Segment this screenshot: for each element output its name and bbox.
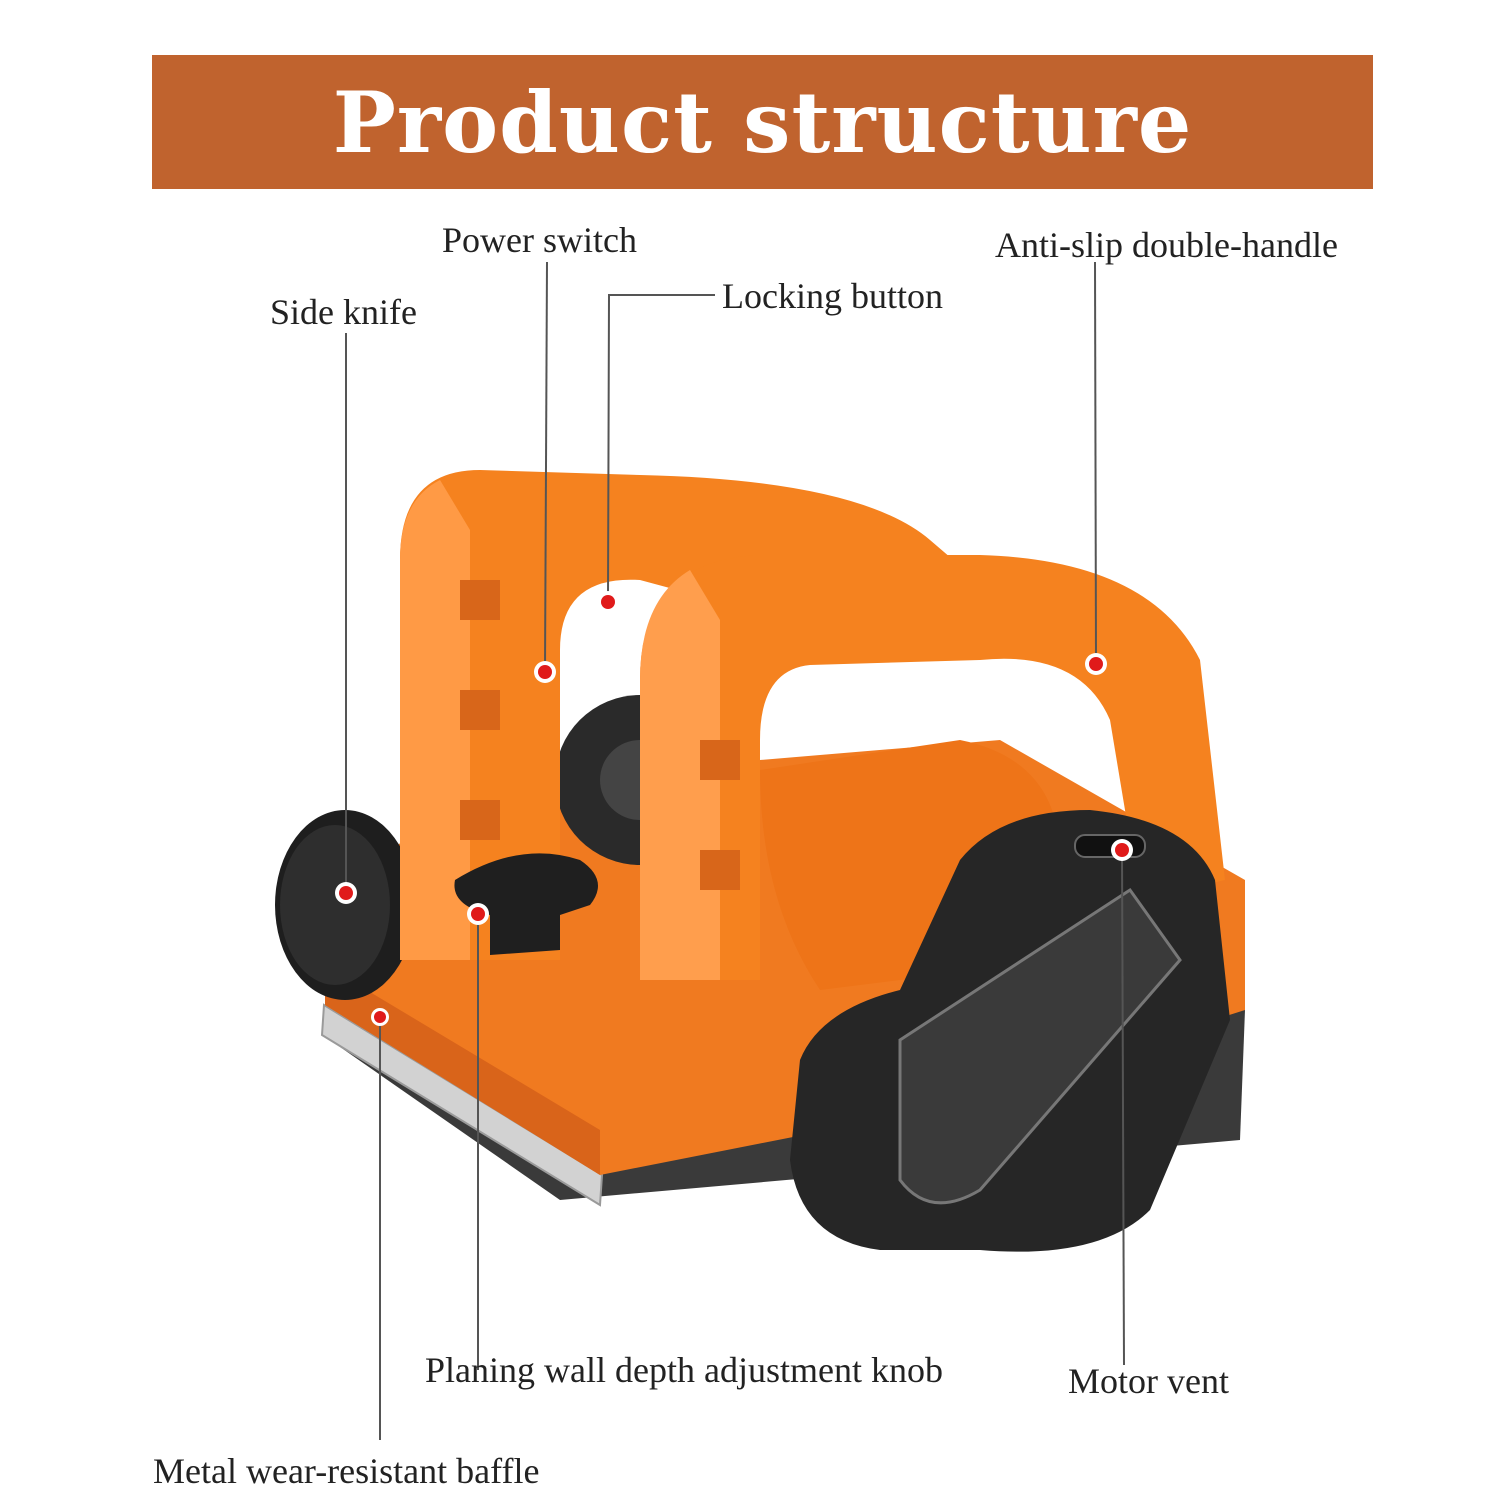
label-motor-vent: Motor vent <box>1068 1361 1229 1401</box>
label-depth-adjustment-knob: Planing wall depth adjustment knob <box>425 1350 943 1390</box>
label-side-knife: Side knife <box>270 292 417 332</box>
depth-knob-part <box>454 853 598 955</box>
metal-baffle-strip <box>320 1003 604 1207</box>
back-handle-shade <box>400 480 470 960</box>
front-handle <box>640 555 1225 980</box>
motor-vent-slot <box>1074 834 1146 858</box>
title-banner: Product structure <box>152 55 1373 189</box>
gearbox-panel <box>898 887 1182 1205</box>
label-anti-slip-double-handle: Anti-slip double-handle <box>995 225 1338 265</box>
page-title: Product structure <box>332 72 1193 172</box>
marker-dots <box>335 591 1133 1026</box>
handle-grip-ribs <box>460 580 740 890</box>
label-metal-wear-resistant-baffle: Metal wear-resistant baffle <box>153 1451 540 1491</box>
body-front-face <box>325 965 600 1175</box>
label-locking-button: Locking button <box>722 276 943 316</box>
side-knife-face <box>280 825 390 985</box>
label-power-switch: Power switch <box>442 220 637 260</box>
leader-lines <box>345 261 1125 1440</box>
